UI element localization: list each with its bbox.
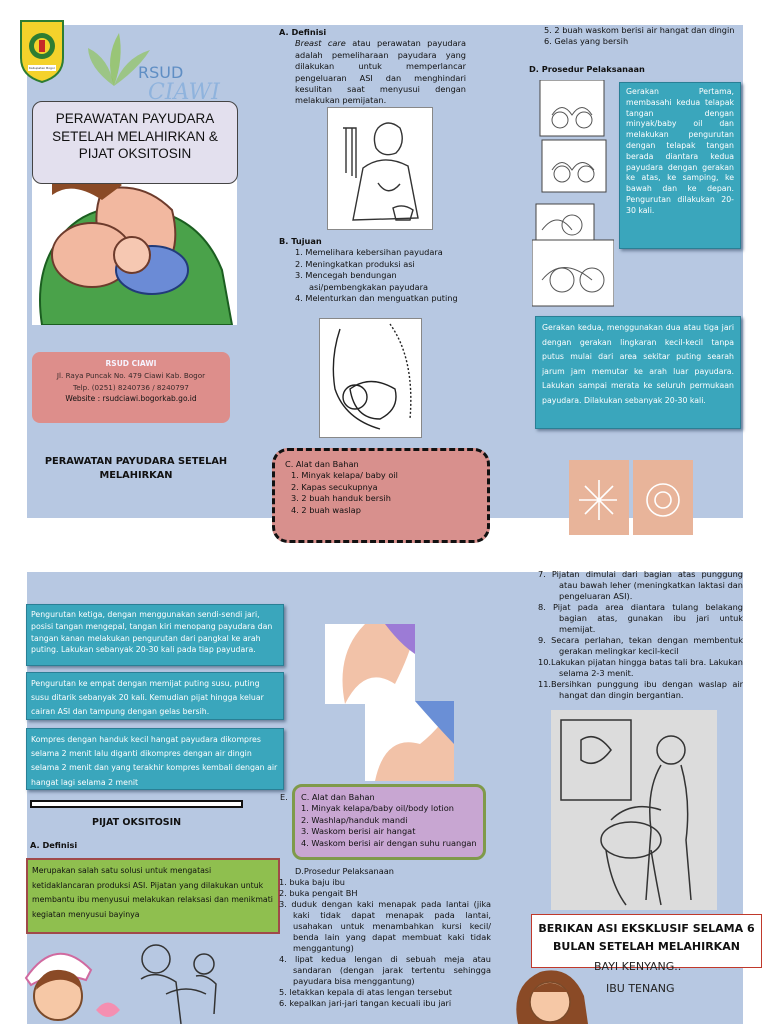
alat-bahan-2-item: 3. Waskom berisi air hangat [301, 826, 416, 837]
title-box: PERAWATAN PAYUDARA SETELAH MELAHIRKAN & … [32, 101, 238, 184]
hospital-phone: Telp. (0251) 8240736 / 8240797 [73, 382, 189, 392]
definisi-text: atau perawatan payudara adalah pemelihar… [295, 38, 466, 106]
mother-baby-illustration [32, 170, 237, 325]
pijat-definisi-box: Merupakan salah satu solusi untuk mengat… [26, 858, 280, 934]
hospital-name: RSUD CIAWI [105, 359, 157, 368]
alat-bahan-item: 5. 2 buah waskom berisi air hangat dan d… [544, 25, 735, 35]
alat-bahan-2-item: 2. Washlap/handuk mandi [301, 814, 408, 825]
prosedur-2-item: 3. duduk dengan kaki menapak pada lantai… [279, 899, 491, 953]
gerakan-pertama-box: Gerakan Pertama, membasahi kedua telapak… [619, 82, 741, 249]
prosedur-2-item: 4. lipat kedua lengan di sebuah meja ata… [279, 954, 491, 986]
prosedur-2-item: 5. letakkan kepala di atas lengan terseb… [279, 987, 452, 997]
breastfeeding-photos [325, 624, 454, 781]
brochure-title: PERAWATAN PAYUDARA SETELAH MELAHIRKAN & … [52, 111, 218, 161]
prosedur-2-item: 8. Pijat pada area diantara tulang belak… [538, 602, 743, 634]
prosedur-2-item: 6. kepalkan jari-jari tangan kecuali ibu… [279, 998, 452, 1008]
breast-care-photo [327, 107, 433, 230]
nurse-cartoon [16, 940, 126, 1024]
gerakan-kedua-box: Gerakan kedua, menggunakan dua atau tiga… [535, 316, 741, 429]
hospital-address: Jl. Raya Puncak No. 479 Ciawi Kab. Bogor [56, 371, 206, 380]
alat-bahan-2-item: 4. Waskom berisi air dengan suhu ruangan [301, 837, 477, 848]
prosedur-2-item: 9. Secara perlahan, tekan dengan membent… [538, 635, 743, 656]
definisi-body: Breast care atau perawatan payudara adal… [279, 38, 466, 106]
oxytocin-massage-photo [551, 710, 717, 910]
stray-e-label: E. [280, 792, 288, 802]
pengurutan-keempat-box: Pengurutan ke empat dengan memijat putin… [26, 672, 284, 720]
alat-bahan-item: 6. Gelas yang bersih [544, 36, 629, 47]
ciawi-watermark: CIAWI [148, 80, 220, 105]
asi-exclusive-banner: BERIKAN ASI EKSKLUSIF SELAMA 6 BULAN SET… [531, 914, 762, 968]
definisi-heading: A. Definisi [279, 27, 327, 37]
prosedur-2-item: 1. buka baju ibu [279, 877, 345, 887]
massage-step-images [531, 79, 615, 308]
alat-bahan-2-heading: C. Alat dan Bahan [301, 792, 375, 802]
kabupaten-logo: Kabupaten Bogor [18, 18, 66, 84]
alat-bahan-2-box: C. Alat dan Bahan 1. Minyak kelapa/baby … [292, 784, 486, 860]
mother-cartoon [510, 966, 590, 1024]
pijat-oksitosin-title: PIJAT OKSITOSIN [92, 817, 182, 828]
kompres-box: Kompres dengan handuk kecil hangat payud… [26, 728, 284, 790]
breast-care-term: Breast care [295, 38, 346, 49]
prosedur-2-item: 2. buka pengait BH [279, 888, 358, 898]
tujuan-section: B. Tujuan 1. Memelihara kebersihan payud… [279, 236, 469, 304]
prosedur-2-heading: D.Prosedur Pelaksanaan [295, 866, 394, 876]
tujuan-item: 4. Melenturkan dan menguatkan puting [295, 293, 458, 304]
bayi-kenyang-text: BAYI KENYANG.. [594, 960, 682, 973]
logo-caption: Kabupaten Bogor [28, 66, 56, 70]
contact-box: RSUD CIAWI Jl. Raya Puncak No. 479 Ciawi… [32, 352, 230, 423]
pijat-definisi-heading: A. Definisi [30, 840, 78, 850]
alat-bahan-box: C. Alat dan Bahan 1. Minyak kelapa/ baby… [272, 448, 490, 543]
breastfeeding-sketch [319, 318, 422, 438]
alat-bahan-item: 2. Kapas secukupnya [291, 481, 378, 492]
definisi-section: A. Definisi Breast care atau perawatan p… [279, 27, 466, 107]
prosedur-2-item: 7. Pijatan dimulai dari bagian atas pung… [538, 569, 743, 601]
prosedur-heading: D. Prosedur Pelaksanaan [529, 64, 645, 74]
alat-bahan-heading: C. Alat dan Bahan [285, 459, 359, 469]
mother-child-sketch [126, 934, 250, 1025]
leaf-logo-icon [84, 28, 154, 92]
hospital-website[interactable]: Website : rsudciawi.bogorkab.go.id [65, 394, 197, 403]
alat-bahan-item: 1. Minyak kelapa/ baby oil [291, 470, 398, 481]
prosedur-2-item: 11.Bersihkan punggung ibu dengan waslap … [538, 679, 743, 700]
tujuan-item: 3. Mencegah bendungan asi/pembengkakan p… [295, 270, 429, 292]
tujuan-item: 2. Meningkatkan produksi asi [295, 258, 415, 269]
tujuan-item: 1. Memelihara kebersihan payudara [295, 247, 443, 258]
prosedur-2-item: 10.Lakukan pijatan hingga batas tali bra… [538, 657, 743, 678]
prosedur-2-continued: 7. Pijatan dimulai dari bagian atas pung… [538, 569, 743, 701]
rsud-watermark: RSUD [138, 63, 184, 82]
alat-bahan-continued: 5. 2 buah waskom berisi air hangat dan d… [530, 25, 742, 48]
alat-bahan-2-item: 1. Minyak kelapa/baby oil/body lotion [301, 803, 454, 814]
pengurutan-ketiga-box: Pengurutan ketiga, dengan menggunakan se… [26, 604, 284, 666]
prosedur-2-section: D.Prosedur Pelaksanaan 1. buka baju ibu … [279, 866, 491, 1009]
cover-subtitle: PERAWATAN PAYUDARA SETELAH MELAHIRKAN [44, 456, 228, 481]
divider-bar [30, 800, 243, 808]
alat-bahan-item: 4. 2 buah waslap [291, 504, 361, 515]
circular-massage-photos [569, 460, 693, 535]
tujuan-heading: B. Tujuan [279, 236, 322, 246]
ibu-tenang-text: IBU TENANG [606, 982, 675, 995]
alat-bahan-item: 3. 2 buah handuk bersih [291, 493, 391, 504]
